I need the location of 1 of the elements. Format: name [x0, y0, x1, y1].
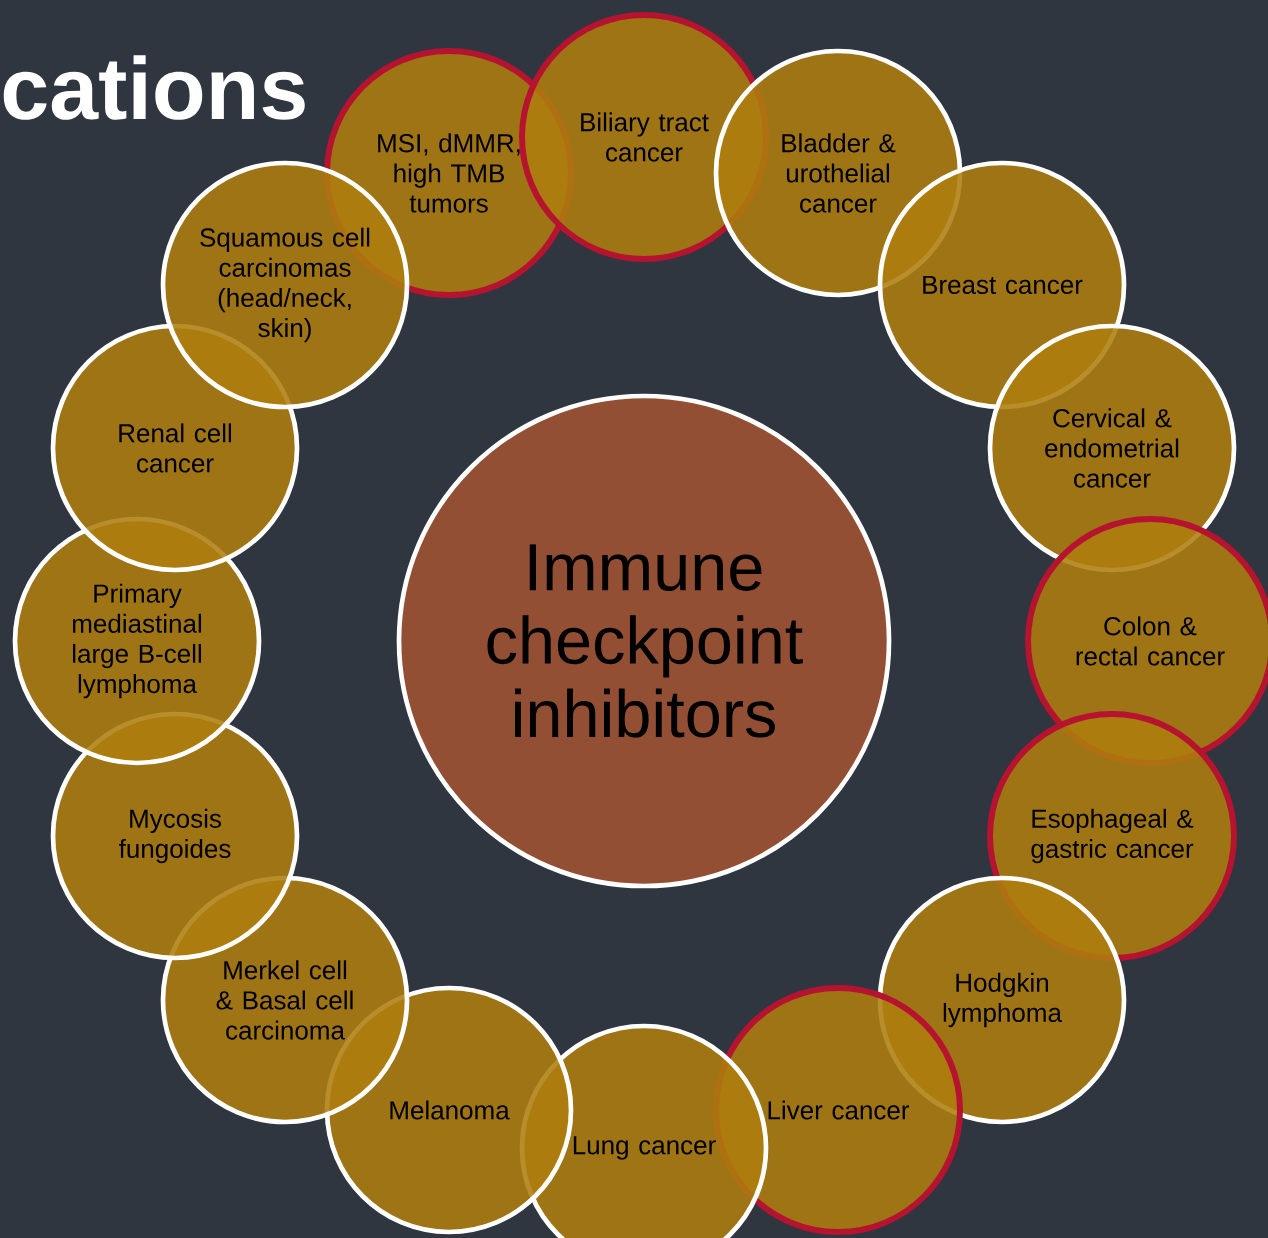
slide-title: cations: [3, 55, 305, 120]
